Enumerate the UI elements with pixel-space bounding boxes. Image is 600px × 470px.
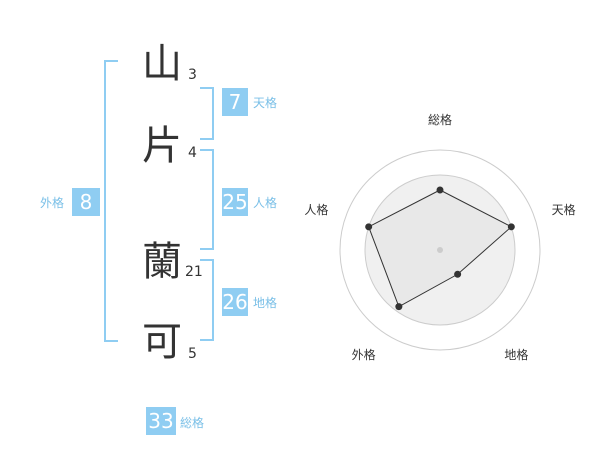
- gaikaku-label: 外格: [40, 196, 65, 210]
- tenkaku-bracket: [200, 87, 214, 140]
- soukaku-label: 総格: [180, 416, 205, 430]
- radar-axis-label-5: 人格: [304, 202, 328, 217]
- radar-point-2: [507, 223, 515, 231]
- name-char-1: 山: [142, 41, 182, 87]
- chikaku-bracket: [200, 259, 214, 341]
- radar-points: [365, 186, 515, 311]
- radar-axis-label-2: 天格: [552, 202, 576, 217]
- radar-axis-label-1: 総格: [428, 112, 452, 127]
- radar-point-3: [454, 270, 462, 278]
- name-char-4: 可: [142, 319, 182, 365]
- stroke-count-4: 5: [188, 346, 197, 362]
- radar-axis-label-3: 地格: [504, 347, 528, 362]
- tenkaku-value: 7: [222, 88, 248, 116]
- radar-point-1: [436, 186, 444, 194]
- radar-center-dot: [437, 247, 443, 253]
- stroke-count-2: 4: [188, 145, 197, 161]
- jinkaku-value: 25: [222, 188, 248, 216]
- jinkaku-label: 人格: [253, 196, 278, 210]
- jinkaku-bracket: [200, 149, 214, 250]
- chikaku-label: 地格: [253, 296, 278, 310]
- gaikaku-value: 8: [72, 188, 100, 216]
- stroke-count-3: 21: [185, 264, 203, 280]
- stroke-count-1: 3: [188, 67, 197, 83]
- tenkaku-label: 天格: [253, 96, 278, 110]
- radar-point-5: [365, 223, 373, 231]
- gaikaku-bracket: [104, 60, 118, 342]
- radar-axis-label-4: 外格: [352, 347, 376, 362]
- name-char-2: 片: [142, 123, 182, 169]
- radar-point-4: [395, 303, 403, 311]
- soukaku-value: 33: [146, 407, 176, 435]
- chikaku-value: 26: [222, 288, 248, 316]
- radar-grid-ring: [339, 149, 541, 351]
- name-char-3: 蘭: [142, 239, 182, 285]
